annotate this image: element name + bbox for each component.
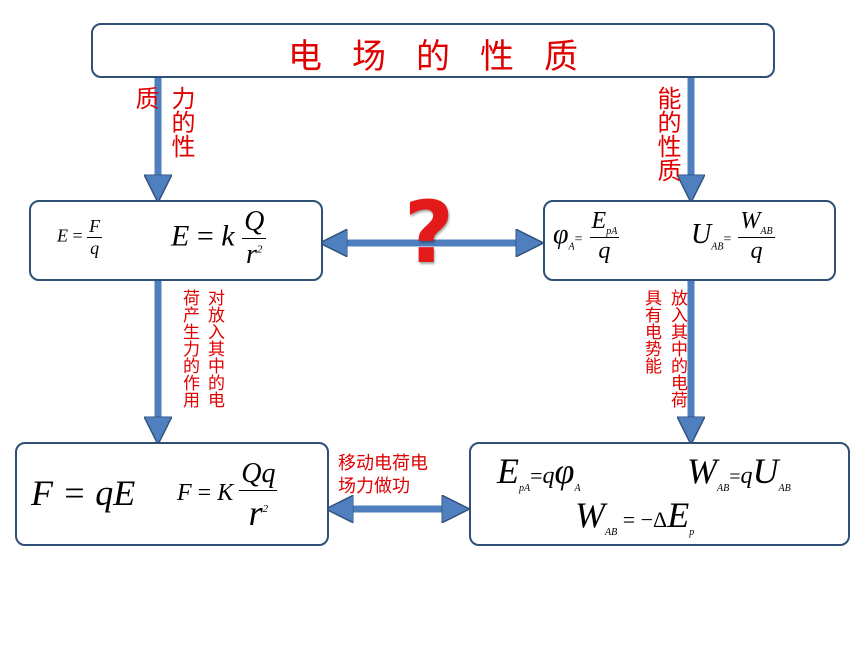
label-force-on-charge-col2: 荷产生力的作用 — [179, 289, 199, 408]
question-mark: ? — [404, 183, 454, 283]
diagram-title: 电场的性质 — [288, 37, 608, 77]
formula-f-qe: F = qE — [31, 473, 136, 513]
label-energy-col2: 具有电势能 — [641, 289, 661, 374]
title-box: 电场的性质 — [91, 23, 775, 78]
formula-work-energy-change: WAB = −ΔEp — [575, 495, 695, 539]
label-force-on-charge-col1: 对放入其中的电 — [204, 289, 224, 408]
label-work-line1: 移动电荷电 — [338, 453, 428, 474]
formula-potential-energy: EpA=qφA — [497, 451, 581, 495]
label-force-nature-col1: 质 — [131, 86, 159, 110]
energy-work-box: EpA=qφA WAB=qUAB WAB = −ΔEp — [469, 442, 850, 546]
label-work-line2: 场力做功 — [338, 476, 410, 497]
label-force-nature-col2: 力的性 — [167, 86, 195, 158]
label-energy-nature: 能的性质 — [653, 86, 681, 182]
formula-work-qu: WAB=qUAB — [687, 451, 791, 495]
label-energy-col1: 放入其中的电荷 — [667, 289, 687, 408]
